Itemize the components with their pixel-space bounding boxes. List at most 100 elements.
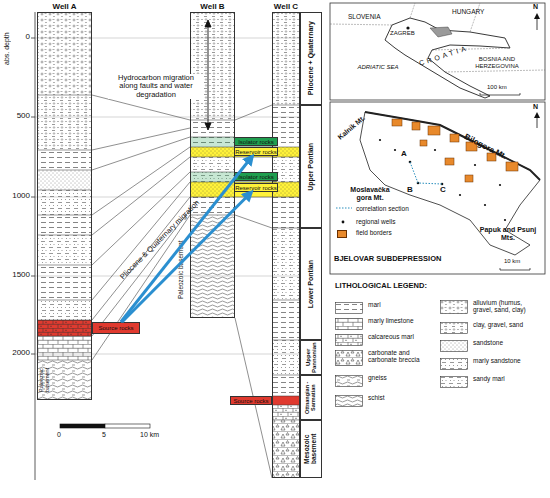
well-b-lithology-shape xyxy=(190,147,235,157)
stratigraphic-band: Mesozoic basement xyxy=(300,420,322,478)
well-c-lithology-shape xyxy=(272,396,300,405)
legend-text: correlation section xyxy=(356,205,416,212)
well-a-lithology-shape xyxy=(37,235,92,265)
legend-text: regional wells xyxy=(356,218,416,225)
bjelovar-inset-map-shape xyxy=(428,126,440,135)
croatia-inset-map xyxy=(330,3,545,100)
map-label: N xyxy=(533,3,538,11)
bjelovar-inset-map-shape xyxy=(499,184,501,186)
legend-pattern xyxy=(441,341,468,352)
legend-pattern xyxy=(336,376,363,387)
croatia-inset-map-shape xyxy=(480,93,520,95)
legend-pattern xyxy=(336,335,363,346)
depth-label: 1000 xyxy=(10,192,30,201)
well-column: Well C xyxy=(272,12,300,478)
well-b-lithology-shape xyxy=(190,182,235,197)
well-a-lithology-shape xyxy=(37,265,92,300)
map-label: 100 km xyxy=(487,84,507,91)
fault-migration-arrow-shape xyxy=(205,20,211,27)
bjelovar-inset-map-shape xyxy=(504,219,506,221)
well-a-lithology-shape xyxy=(37,320,92,336)
map-label: 10 km xyxy=(504,258,520,265)
well-a-lithology-shape xyxy=(37,12,92,95)
legend-text: carbonate and carbonate breccia xyxy=(368,349,433,363)
well-a-lithology-shape xyxy=(37,170,92,190)
croatia-inset-map-shape xyxy=(406,26,409,29)
legend-sample xyxy=(440,340,468,352)
source-rocks-box: Source rocks xyxy=(230,396,272,405)
legend-sample xyxy=(340,219,346,225)
depth-label: abs. depth xyxy=(3,14,13,84)
legend-sample xyxy=(336,206,352,210)
bjelovar-inset-map-shape xyxy=(410,162,442,184)
stratigraphic-band: Ottnangian - Sarmatian xyxy=(300,375,322,420)
map-label: ADRIATIC SEA xyxy=(357,64,399,71)
well-c-lithology-shape xyxy=(272,405,300,420)
well-c-lithology-shape xyxy=(272,375,300,396)
depth-label: 1500 xyxy=(10,271,30,280)
well-title: Well C xyxy=(259,2,313,11)
bjelovar-inset-map-shape xyxy=(434,149,436,151)
legend-pattern xyxy=(336,351,363,366)
legend-text: sandy marl xyxy=(473,375,543,382)
legend-text: alluvium (humus, gravel, sand, clay) xyxy=(473,299,543,313)
stratigraphic-band: Lower Pontian xyxy=(300,228,322,340)
legend-text: sandstone xyxy=(473,339,543,346)
well-a-lithology-shape xyxy=(37,215,92,235)
legend-sample xyxy=(440,376,468,388)
map-label: ZAGREB xyxy=(390,30,415,37)
depth-label: 0 xyxy=(10,33,30,42)
croatia-inset-map-shape xyxy=(330,3,545,72)
well-column: Well B xyxy=(190,12,235,318)
section-note: Hydrocarbon migration along faults and w… xyxy=(108,74,204,99)
well-column: Well A xyxy=(37,12,92,400)
fault-migration-arrow-shape xyxy=(208,26,209,124)
well-b-lithology-shape xyxy=(190,215,235,318)
well-title: Well B xyxy=(177,2,248,11)
bjelovar-inset-map-shape xyxy=(412,122,420,130)
bjelovar-inset-map-shape xyxy=(392,119,518,182)
stratigraphic-band: Upper Pannonian xyxy=(300,340,322,375)
bjelovar-inset-map-shape xyxy=(392,119,402,126)
map-label: A xyxy=(401,150,407,159)
bjelovar-inset-map-shape xyxy=(450,134,459,142)
depth-axis-shape xyxy=(31,12,35,480)
bjelovar-inset-map-shape xyxy=(484,204,486,206)
bjelovar-inset-map xyxy=(330,102,545,274)
legend-pattern xyxy=(336,319,363,330)
legend-text: clay, gravel, sand xyxy=(473,321,543,328)
legend-sample xyxy=(440,300,468,314)
depth-axis xyxy=(31,12,35,480)
well-b-lithology-shape xyxy=(190,12,235,120)
croatia-inset-map-shape xyxy=(430,27,452,37)
well-a-lithology-shape xyxy=(37,190,92,215)
well-c-lithology-shape xyxy=(272,12,300,105)
stratigraphy-label: Upper Pontian xyxy=(307,143,314,191)
map-label: BOSNIA AND HERZEGOVINA xyxy=(466,56,528,69)
bjelovar-inset-map-shape xyxy=(474,164,476,166)
legend-pattern xyxy=(336,303,363,314)
depth-label: 2000 xyxy=(10,349,30,358)
reservoir-rocks-box: Reservoir rocks xyxy=(234,147,278,156)
map-label: B xyxy=(407,186,413,195)
legend-text: gneiss xyxy=(368,374,433,381)
legend-sample xyxy=(440,358,468,370)
well-a-lithology-shape xyxy=(37,320,92,336)
map-label: SLOVENIA xyxy=(348,13,381,20)
legend-line xyxy=(336,208,352,209)
well-c-lithology-shape xyxy=(272,420,300,478)
scale-label: 5 xyxy=(102,431,106,439)
croatia-inset-map-shape xyxy=(534,13,540,19)
rock-label: Reservoir rocks xyxy=(235,149,277,155)
bjelovar-inset-map-shape xyxy=(365,112,540,180)
well-a-lithology-shape xyxy=(37,300,92,320)
scale-bar xyxy=(60,424,150,428)
bjelovar-inset-map-shape xyxy=(534,112,540,118)
legend-text: schist xyxy=(368,394,433,401)
fault-migration-arrow xyxy=(205,20,211,130)
rock-label: Source rocks xyxy=(233,398,268,404)
isolator-rocks-box: Isolator rocks xyxy=(234,172,278,181)
reservoir-rocks-box: Reservoir rocks xyxy=(234,183,278,192)
